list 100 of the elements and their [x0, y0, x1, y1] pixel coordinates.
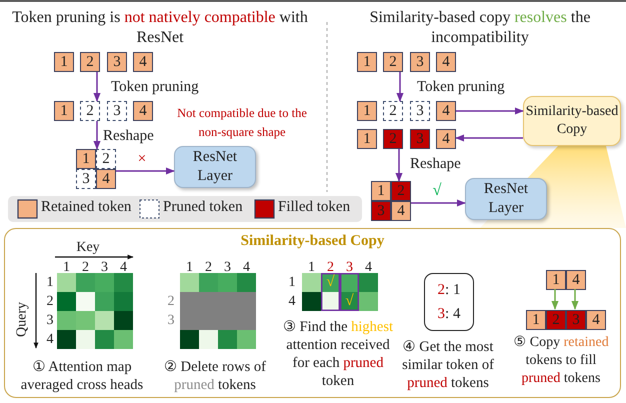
node-text: 2 [552, 312, 560, 328]
node-text: 4 [102, 170, 110, 188]
node-text: 3 [113, 102, 121, 120]
node-text: 1 [60, 54, 68, 70]
node-text: 1 [363, 130, 371, 148]
node-text: 3 [82, 170, 90, 188]
axis-tick: 4 [288, 293, 296, 311]
axis-tick: 4 [242, 259, 251, 277]
process-panel [4, 228, 621, 398]
arrow [411, 199, 466, 207]
arrow [116, 167, 175, 175]
legend-label: Pruned token [163, 199, 243, 216]
panel-title: Token pruning is not natively compatible with ResNet [11, 8, 309, 48]
node-text: 2 [397, 182, 405, 200]
token-box [546, 310, 566, 330]
axis-tick: 4 [46, 331, 54, 349]
token-box [410, 52, 430, 72]
axis-tick: 1 [62, 259, 71, 277]
node-text: 2 [389, 102, 397, 120]
node-text: 1 [377, 182, 385, 200]
panel-heading: Similarity-based Copy [240, 233, 384, 250]
legend-label: Filled token [278, 199, 350, 216]
token-box [566, 270, 586, 290]
step-caption: ⑤ Copy retained tokens to fill pruned tokens [512, 334, 610, 388]
node-text: 4 [442, 130, 450, 148]
node-text: 3: 4 [438, 305, 460, 324]
node-text: ResNet Layer [192, 148, 238, 186]
panel-title: Similarity-based copy resolves the incompatibility [368, 8, 592, 48]
node-text: 4 [139, 54, 147, 70]
axis-tick: 1 [46, 274, 54, 292]
layer-box [465, 178, 547, 220]
step-caption: ① Attention map averaged cross heads [20, 358, 144, 394]
node-text: 1 [532, 312, 540, 328]
node-text: 3 [377, 202, 385, 220]
node-text: 3 [416, 102, 424, 120]
node-text: 1 [363, 54, 371, 70]
node-text: 2 [102, 150, 110, 168]
token-box [96, 169, 116, 189]
node-text: 2: 1 [438, 281, 460, 300]
axis-tick: 3 [223, 259, 232, 277]
step-caption: ③ Find the highest attention received for each pruned token [282, 318, 394, 390]
token-box [76, 149, 96, 169]
step-caption: ② Delete rows of pruned tokens [163, 358, 267, 394]
axis-tick: 2 [327, 259, 334, 275]
token-box [80, 52, 100, 72]
legend-label: Retained token [41, 199, 132, 216]
node-text: 3 [416, 130, 424, 148]
check-mark: √ [325, 273, 336, 292]
node-text: 3 [416, 54, 424, 70]
axis-tick: 4 [119, 259, 128, 277]
node-text: 4 [442, 102, 450, 120]
step-caption: ④ Get the most similar token of pruned tokens [401, 338, 495, 392]
node-text: 2 [86, 102, 94, 120]
edge-label: Reshape [103, 127, 154, 145]
axis-title: Key [75, 239, 101, 257]
arrow [396, 72, 404, 102]
node-text: 1 [552, 272, 560, 288]
edge-label: Token pruning [111, 78, 199, 96]
token-box [391, 181, 411, 201]
arrow [456, 107, 524, 115]
token-box [357, 52, 377, 72]
axis-tick: 4 [364, 259, 373, 277]
arrow [93, 121, 101, 150]
axis-tick: 1 [185, 259, 194, 277]
token-box [107, 101, 127, 121]
arrow [571, 289, 579, 310]
node-text: 4 [139, 102, 147, 120]
token-box [586, 310, 606, 330]
node-text: 4 [572, 272, 580, 288]
token-box [546, 270, 566, 290]
token-box [410, 129, 430, 149]
token-box [107, 52, 127, 72]
node-text: 1 [60, 102, 68, 120]
node-text: 2 [389, 54, 397, 70]
token-box [54, 101, 74, 121]
axis-title: Query [14, 301, 30, 339]
node-text: 1 [82, 150, 90, 168]
axis-tick: 2 [166, 293, 176, 311]
arrow [93, 72, 101, 102]
token-box [566, 310, 586, 330]
axis-tick: 1 [307, 259, 316, 277]
edge-label: Reshape [410, 155, 461, 173]
node-text: 3 [113, 54, 121, 70]
token-box [80, 101, 100, 121]
token-box [96, 149, 116, 169]
token-box [391, 201, 411, 221]
check-mark: √ [344, 292, 355, 311]
token-box [383, 101, 403, 121]
node-text: 4 [592, 312, 600, 328]
node-text: 2 [389, 130, 397, 148]
arrow [455, 134, 523, 142]
result-box [424, 273, 474, 331]
axis-tick: 3 [100, 259, 109, 277]
token-box [436, 129, 456, 149]
note-text: Not compatible due to the non-square shape [176, 105, 308, 141]
token-box [436, 52, 456, 72]
process-box [523, 96, 621, 146]
token-box [76, 169, 96, 189]
node-text: 3 [572, 312, 580, 328]
node-text: ResNet Layer [482, 180, 530, 218]
